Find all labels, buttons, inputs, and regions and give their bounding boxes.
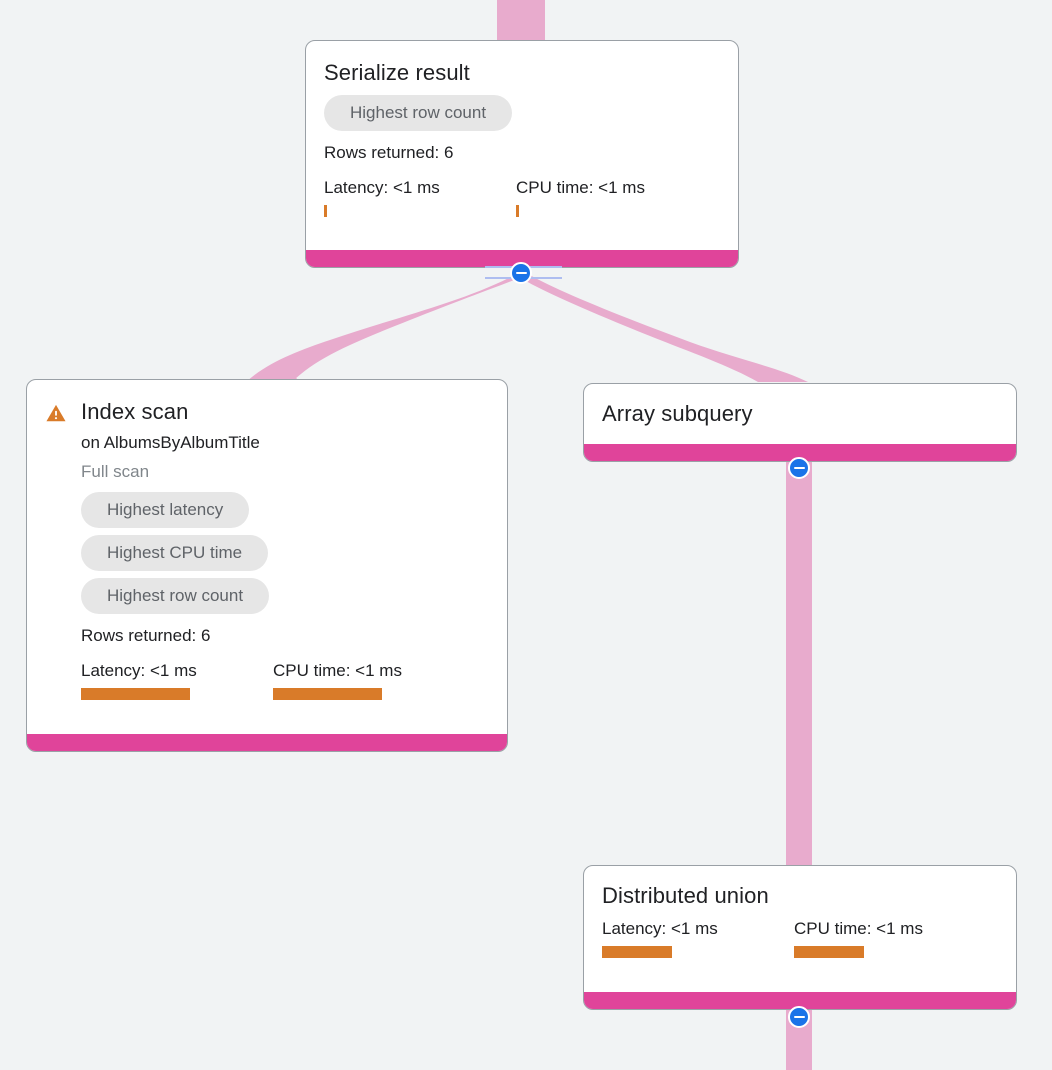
node-footer-bar xyxy=(27,734,507,751)
rows-returned: Rows returned: 6 xyxy=(324,143,454,162)
node-subtitle: on AlbumsByAlbumTitle xyxy=(81,433,260,452)
rail-line xyxy=(485,266,517,268)
metric-cpu-time: CPU time: <1 ms xyxy=(794,918,923,958)
node-footer-bar xyxy=(584,444,1016,461)
node-title: Index scan xyxy=(81,399,189,424)
metrics-row: Latency: <1 ms CPU time: <1 ms xyxy=(45,660,489,700)
metric-cpu-time-label: CPU time: <1 ms xyxy=(516,178,645,197)
chip-highest-cpu-time: Highest CPU time xyxy=(81,535,269,571)
metric-latency: Latency: <1 ms xyxy=(81,660,273,700)
metric-latency-label: Latency: <1 ms xyxy=(602,919,718,938)
node-body: Index scan on AlbumsByAlbumTitle Full sc… xyxy=(27,380,507,734)
metrics-row: Latency: <1 ms CPU time: <1 ms xyxy=(602,918,998,958)
chip-highest-row-count: Highest row count xyxy=(324,95,513,131)
node-footer-bar xyxy=(584,992,1016,1009)
node-array-subquery[interactable]: Array subquery xyxy=(583,383,1017,462)
edge-array-subquery-to-distributed-union xyxy=(786,462,812,874)
metric-latency-label: Latency: <1 ms xyxy=(81,661,197,680)
node-title: Distributed union xyxy=(602,883,769,908)
metric-cpu-time-label: CPU time: <1 ms xyxy=(794,919,923,938)
metric-latency-bar xyxy=(602,946,672,958)
chip-highest-latency: Highest latency xyxy=(81,492,250,528)
edge-into-serialize-result xyxy=(497,0,545,42)
metric-cpu-time: CPU time: <1 ms xyxy=(516,177,645,217)
node-scan-type: Full scan xyxy=(81,462,150,481)
node-serialize-result[interactable]: Serialize result Highest row count Rows … xyxy=(305,40,739,268)
metric-cpu-time: CPU time: <1 ms xyxy=(273,660,402,700)
node-footer-bar xyxy=(306,250,738,267)
metrics-row: Latency: <1 ms CPU time: <1 ms xyxy=(324,177,720,217)
collapse-toggle-array-subquery[interactable] xyxy=(788,457,810,479)
minus-icon xyxy=(793,1015,805,1019)
metric-cpu-time-bar xyxy=(273,688,382,700)
node-header: Distributed union xyxy=(602,882,998,910)
warning-triangle-icon xyxy=(46,404,66,422)
node-title: Serialize result xyxy=(324,60,470,85)
node-index-scan[interactable]: Index scan on AlbumsByAlbumTitle Full sc… xyxy=(26,379,508,752)
node-distributed-union[interactable]: Distributed union Latency: <1 ms CPU tim… xyxy=(583,865,1017,1010)
rail-line xyxy=(530,266,562,268)
collapse-toggle-serialize-result[interactable] xyxy=(510,262,532,284)
chip-list: Highest latency Highest CPU time Highest… xyxy=(45,492,489,614)
metric-latency-bar xyxy=(81,688,190,700)
chip-list: Highest row count xyxy=(324,95,720,131)
metric-cpu-time-bar xyxy=(516,205,519,217)
minus-icon xyxy=(793,466,805,470)
collapse-toggle-distributed-union[interactable] xyxy=(788,1006,810,1028)
rows-returned: Rows returned: 6 xyxy=(81,626,211,645)
edge-serialize-to-array-subquery xyxy=(524,274,808,382)
node-body: Serialize result Highest row count Rows … xyxy=(306,41,738,250)
node-header: Serialize result xyxy=(324,59,720,87)
node-body: Distributed union Latency: <1 ms CPU tim… xyxy=(584,866,1016,992)
node-title: Array subquery xyxy=(602,401,753,426)
metric-latency: Latency: <1 ms xyxy=(602,918,794,958)
minus-icon xyxy=(515,271,527,275)
collapse-rails-right xyxy=(530,266,562,279)
rail-line xyxy=(530,277,562,279)
metric-cpu-time-bar xyxy=(794,946,864,958)
node-body: Array subquery xyxy=(584,384,1016,444)
node-header: Index scan xyxy=(45,398,489,426)
metric-latency-label: Latency: <1 ms xyxy=(324,178,440,197)
metric-cpu-time-label: CPU time: <1 ms xyxy=(273,661,402,680)
chip-highest-row-count: Highest row count xyxy=(81,578,270,614)
edge-serialize-to-index-scan xyxy=(246,272,524,382)
metric-latency: Latency: <1 ms xyxy=(324,177,516,217)
node-header: Array subquery xyxy=(602,400,998,428)
metric-latency-bar xyxy=(324,205,327,217)
